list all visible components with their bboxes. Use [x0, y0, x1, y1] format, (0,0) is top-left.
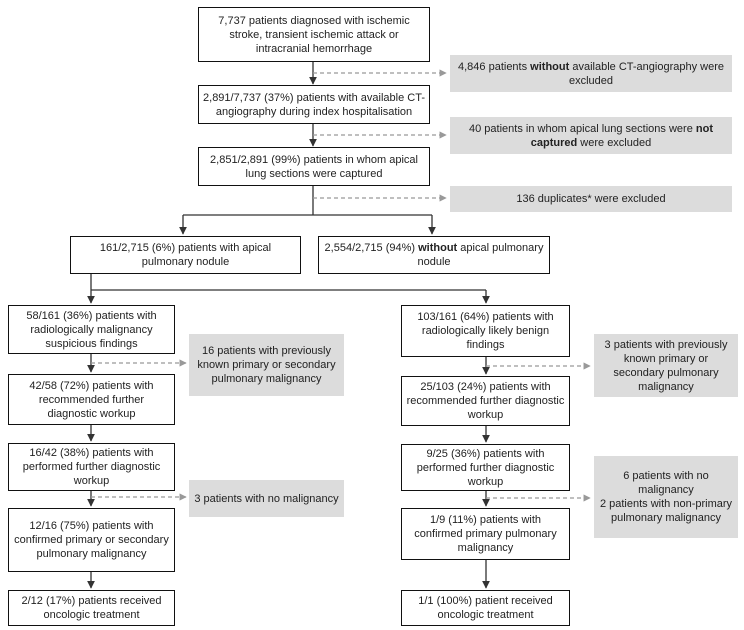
excluded-no-ct: 4,846 patients without available CT-angi… [450, 55, 732, 92]
excluded-not-captured-text: 40 patients in whom apical lung sections… [469, 122, 713, 149]
box-diagnosed-patients-text: 7,737 patients diagnosed with ischemic s… [218, 14, 410, 55]
box-left-confirmed-malignancy: 12/16 (75%) patients with confirmed prim… [8, 508, 175, 572]
excluded-right-nonprimary-line: 2 patients with non-primary pulmonary ma… [599, 498, 733, 524]
box-right-oncologic-treatment: 1/1 (100%) patient received oncologic tr… [401, 590, 570, 626]
box-with-nodule: 161/2,715 (6%) patients with apical pulm… [70, 236, 301, 274]
box-left-confirmed-malignancy-text: 12/16 (75%) patients with confirmed prim… [14, 520, 169, 560]
excluded-no-ct-text: 4,846 patients without available CT-angi… [458, 60, 724, 87]
excluded-left-no-malignancy: 3 patients with no malignancy [189, 480, 344, 517]
box-right-confirmed-malignancy-text: 1/9 (11%) patients with confirmed primar… [414, 514, 557, 554]
excluded-duplicates-text: 136 duplicates* were excluded [516, 193, 666, 205]
box-left-performed-workup-text: 16/42 (38%) patients with performed furt… [22, 447, 161, 487]
excluded-right-no-malignancy-line: 6 patients with no malignancy [623, 470, 709, 496]
box-right-performed-workup: 9/25 (36%) patients with performed furth… [401, 444, 570, 491]
box-without-nodule: 2,554/2,715 (94%) without apical pulmona… [318, 236, 550, 274]
box-left-oncologic-treatment-text: 2/12 (17%) patients received oncologic t… [21, 595, 162, 621]
box-right-confirmed-malignancy: 1/9 (11%) patients with confirmed primar… [401, 508, 570, 560]
excluded-right-no-or-nonprimary: 6 patients with no malignancy 2 patients… [594, 456, 738, 538]
box-likely-benign: 103/161 (64%) patients with radiological… [401, 305, 570, 357]
box-right-recommended-workup: 25/103 (24%) patients with recommended f… [401, 376, 570, 426]
box-left-oncologic-treatment: 2/12 (17%) patients received oncologic t… [8, 590, 175, 626]
box-right-oncologic-treatment-text: 1/1 (100%) patient received oncologic tr… [418, 595, 553, 621]
box-without-nodule-text: 2,554/2,715 (94%) without apical pulmona… [324, 242, 544, 268]
excluded-right-known-malignancy-text: 3 patients with previously known primary… [604, 338, 728, 393]
box-apical-sections: 2,851/2,891 (99%) patients in whom apica… [198, 147, 430, 186]
box-ct-angiography: 2,891/7,737 (37%) patients with availabl… [198, 85, 430, 124]
excluded-right-known-malignancy: 3 patients with previously known primary… [594, 334, 738, 397]
box-malignancy-suspicious: 58/161 (36%) patients with radiologicall… [8, 305, 175, 354]
box-with-nodule-text: 161/2,715 (6%) patients with apical pulm… [99, 242, 272, 268]
excluded-duplicates: 136 duplicates* were excluded [450, 186, 732, 212]
excluded-left-known-malignancy-text: 16 patients with previously known primar… [197, 345, 336, 385]
excluded-left-no-malignancy-text: 3 patients with no malignancy [194, 492, 339, 505]
box-likely-benign-text: 103/161 (64%) patients with radiological… [417, 311, 554, 351]
box-left-recommended-workup: 42/58 (72%) patients with recommended fu… [8, 374, 175, 425]
box-right-recommended-workup-text: 25/103 (24%) patients with recommended f… [406, 381, 565, 421]
excluded-not-captured: 40 patients in whom apical lung sections… [450, 117, 732, 154]
box-right-performed-workup-text: 9/25 (36%) patients with performed furth… [416, 447, 555, 488]
box-left-recommended-workup-text: 42/58 (72%) patients with recommended fu… [29, 379, 154, 420]
excluded-right-no-or-nonprimary-text: 6 patients with no malignancy 2 patients… [598, 469, 734, 525]
box-ct-angiography-text: 2,891/7,737 (37%) patients with availabl… [203, 91, 425, 118]
excluded-left-known-malignancy: 16 patients with previously known primar… [189, 334, 344, 396]
box-apical-sections-text: 2,851/2,891 (99%) patients in whom apica… [210, 153, 418, 180]
box-left-performed-workup: 16/42 (38%) patients with performed furt… [8, 443, 175, 491]
box-malignancy-suspicious-text: 58/161 (36%) patients with radiologicall… [26, 309, 157, 350]
box-diagnosed-patients: 7,737 patients diagnosed with ischemic s… [198, 7, 430, 62]
